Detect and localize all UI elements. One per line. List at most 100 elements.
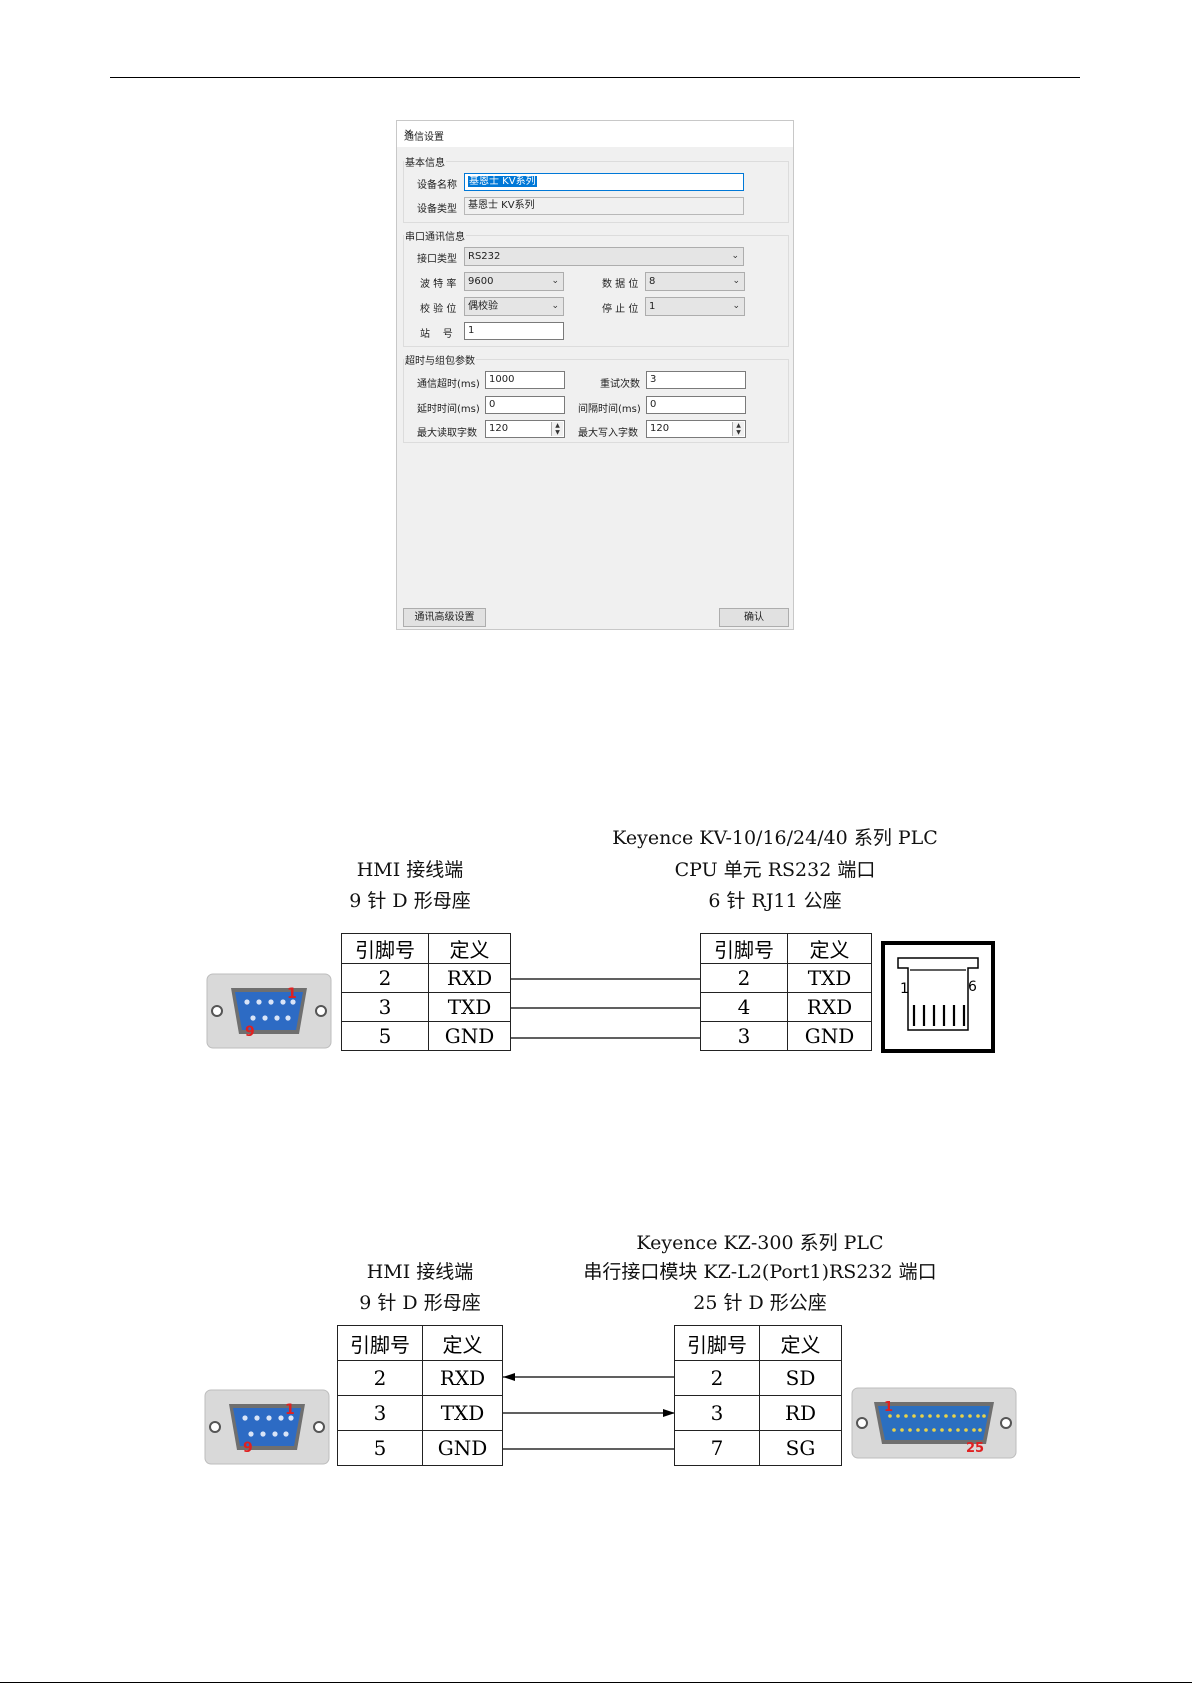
port-type-value: RS232 [468, 251, 501, 262]
max-read-value: 120 [489, 423, 509, 434]
def-cell: SD [759, 1360, 842, 1396]
page-top-rule [110, 77, 1080, 78]
stopbits-value: 1 [649, 301, 656, 312]
d2-wires [503, 1373, 675, 1450]
d1-right-caption-1: Keyence KV-10/16/24/40 系列 PLC [612, 827, 938, 849]
confirm-button[interactable]: 确认 [719, 608, 789, 627]
page-bottom-rule [0, 1682, 1192, 1683]
advanced-settings-button[interactable]: 通讯高级设置 [403, 608, 486, 627]
station-input[interactable]: 1 [464, 322, 564, 340]
d2-left-caption-1: HMI 接线端 [366, 1261, 474, 1283]
device-name-input[interactable]: 基恩士 KV系列 [464, 173, 744, 191]
db9-pin-1-label: 1 [285, 1402, 295, 1418]
db25-connector-image: 1 25 [851, 1387, 1017, 1459]
pin-cell: 7 [674, 1430, 760, 1466]
dialog-title: 通信设置 [404, 132, 444, 143]
rj11-pin-6-label: 6 [968, 979, 977, 995]
chevron-down-icon: ⌄ [731, 251, 739, 261]
comm-timeout-input[interactable]: 1000 [485, 371, 565, 389]
chevron-down-icon: ⌄ [551, 276, 559, 286]
def-header: 定义 [787, 933, 872, 964]
chevron-down-icon: ⌄ [732, 301, 740, 311]
def-header: 定义 [422, 1325, 503, 1361]
pin-header: 引脚号 [700, 933, 788, 964]
db9-connector-image: 1 9 [206, 973, 332, 1049]
group-timeout-title: 超时与组包参数 [404, 352, 476, 367]
def-cell: RXD [422, 1360, 503, 1396]
max-write-value: 120 [650, 423, 670, 434]
group-timeout [403, 359, 789, 443]
retries-label: 重试次数 [600, 379, 640, 390]
def-cell: GND [428, 1021, 511, 1051]
group-serial-info-title: 串口通讯信息 [404, 228, 466, 243]
pin-cell: 2 [341, 963, 429, 993]
d1-left-caption-2: 9 针 D 形母座 [349, 890, 471, 912]
baud-select[interactable]: 9600 ⌄ [464, 272, 564, 291]
max-read-spinbox[interactable]: 120 ▲▼ [485, 420, 565, 438]
def-cell: GND [422, 1430, 503, 1466]
db9-connector-image: 1 9 [204, 1389, 330, 1465]
stopbits-select[interactable]: 1 ⌄ [645, 297, 745, 316]
delay-input[interactable]: 0 [485, 396, 565, 414]
baud-label: 波 特 率 [420, 279, 457, 290]
def-cell: GND [787, 1021, 872, 1051]
group-basic-info [403, 161, 789, 223]
port-type-select[interactable]: RS232 ⌄ [464, 247, 744, 266]
d1-wires [511, 978, 701, 1039]
interval-input[interactable]: 0 [646, 396, 746, 414]
spinner-arrows-icon[interactable]: ▲▼ [551, 422, 563, 436]
max-write-spinbox[interactable]: 120 ▲▼ [646, 420, 746, 438]
def-cell: TXD [422, 1395, 503, 1431]
chevron-down-icon: ⌄ [551, 301, 559, 311]
parity-label: 校 验 位 [420, 304, 457, 315]
interval-label: 间隔时间(ms) [578, 404, 641, 415]
def-header: 定义 [428, 933, 511, 964]
spinner-arrows-icon[interactable]: ▲▼ [732, 422, 744, 436]
def-cell: TXD [787, 963, 872, 993]
pin-cell: 2 [700, 963, 788, 993]
d1-right-caption-2: CPU 单元 RS232 端口 [674, 859, 876, 881]
d2-right-caption-3: 25 针 D 形公座 [693, 1292, 827, 1314]
group-basic-info-title: 基本信息 [404, 154, 446, 169]
databits-value: 8 [649, 276, 656, 287]
pin-cell: 3 [337, 1395, 423, 1431]
port-type-label: 接口类型 [417, 254, 457, 265]
rj11-connector-image: 1 6 [881, 941, 995, 1053]
pin-cell: 5 [341, 1021, 429, 1051]
dialog-title-bar: 通信设置 ✕ [397, 121, 793, 147]
db9-pin-9-label: 9 [245, 1024, 255, 1040]
pin-cell: 3 [700, 1021, 788, 1051]
pin-header: 引脚号 [341, 933, 429, 964]
close-icon[interactable]: ✕ [404, 128, 413, 139]
d2-right-caption-2: 串行接口模块 KZ-L2(Port1)RS232 端口 [583, 1261, 937, 1283]
d2-left-caption-2: 9 针 D 形母座 [359, 1292, 481, 1314]
stopbits-label: 停 止 位 [602, 304, 639, 315]
max-write-label: 最大写入字数 [578, 428, 638, 439]
station-label: 站 号 [420, 329, 453, 340]
databits-label: 数 据 位 [602, 279, 639, 290]
pin-cell: 3 [674, 1395, 760, 1431]
parity-select[interactable]: 偶校验 ⌄ [464, 297, 564, 316]
d1-left-caption-1: HMI 接线端 [356, 859, 464, 881]
pin-cell: 3 [341, 992, 429, 1022]
retries-input[interactable]: 3 [646, 371, 746, 389]
def-cell: SG [759, 1430, 842, 1466]
parity-value: 偶校验 [468, 301, 498, 312]
db9-pin-9-label: 9 [243, 1440, 253, 1456]
device-name-label: 设备名称 [417, 180, 457, 191]
device-name-value: 基恩士 KV系列 [468, 176, 537, 187]
pin-header: 引脚号 [337, 1325, 423, 1361]
d2-right-caption-1: Keyence KZ-300 系列 PLC [636, 1232, 884, 1254]
pin-cell: 5 [337, 1430, 423, 1466]
baud-value: 9600 [468, 276, 494, 287]
db25-pin-1-label: 1 [884, 1400, 893, 1415]
def-cell: RD [759, 1395, 842, 1431]
pin-cell: 2 [674, 1360, 760, 1396]
databits-select[interactable]: 8 ⌄ [645, 272, 745, 291]
rj11-pin-1-label: 1 [900, 981, 909, 997]
d1-right-caption-3: 6 针 RJ11 公座 [708, 890, 842, 912]
